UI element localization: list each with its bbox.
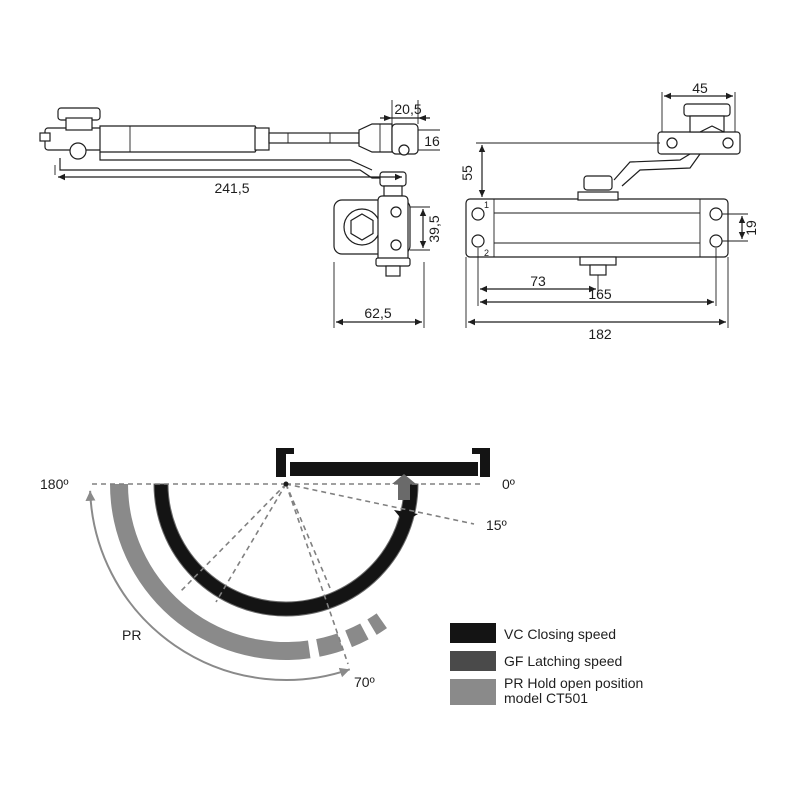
- arm-lower-link: [59, 158, 386, 179]
- pr-label: PR: [122, 627, 141, 643]
- body-marker-1: 1: [484, 200, 489, 210]
- dim-body-length: 182: [588, 326, 612, 342]
- shoe-clamp: [377, 195, 409, 263]
- door-leaf: [290, 462, 478, 476]
- shoe-screw-top: [390, 206, 402, 218]
- angle-0: 0º: [502, 476, 515, 492]
- angle-15: 15º: [486, 517, 507, 533]
- body-front-view: 1 2 45 55 19 73 165 182: [459, 80, 759, 342]
- arm-main-bar: [99, 125, 259, 153]
- ref-line-135: [179, 483, 287, 593]
- body-spindle-nut-top: [583, 175, 613, 191]
- arm-nut-neck: [65, 117, 93, 131]
- arm-sleeve: [254, 127, 270, 151]
- body-marker-2: 2: [484, 248, 489, 258]
- ref-line-70b: [285, 483, 331, 589]
- closer-body: [465, 198, 729, 258]
- angle-180: 180º: [40, 476, 68, 492]
- dim-rod-end-height: 16: [424, 133, 440, 149]
- dim-arm-offset: 55: [459, 165, 475, 181]
- dim-shoe-depth: 62,5: [364, 305, 391, 321]
- bracket-hole-right: [722, 137, 734, 149]
- ref-line-120: [215, 483, 287, 603]
- ref-line-70: [285, 483, 349, 665]
- hold-open-segment-1: [316, 633, 344, 657]
- legend-swatch-hold-open: [450, 679, 496, 705]
- frame-right: [472, 448, 490, 477]
- arm-top-view: 241,5 20,5 16: [39, 100, 440, 197]
- body-arm-link: [613, 153, 691, 181]
- legend-label-hold-open-model: model CT501: [504, 690, 588, 706]
- arm-pivot-stub: [39, 132, 51, 142]
- shoe-nut: [385, 265, 401, 277]
- dim-bracket-width: 45: [692, 80, 708, 96]
- bracket-nut: [683, 103, 731, 117]
- bracket-hole-left: [666, 137, 678, 149]
- legend-label-latching: GF Latching speed: [504, 653, 622, 669]
- angle-70: 70º: [354, 674, 375, 690]
- pivot-point: [283, 481, 289, 487]
- body-hole-bl: [471, 234, 485, 248]
- dim-spindle-offset: 73: [530, 273, 546, 289]
- dim-rod-end-width: 20,5: [394, 101, 421, 117]
- arm-spindle-nut: [379, 171, 407, 187]
- body-spindle-nut-bottom: [589, 264, 607, 276]
- dim-arm-length: 241,5: [214, 180, 249, 196]
- latching-arrow-mark: [394, 510, 418, 522]
- arm-spindle-collar: [383, 185, 403, 197]
- shoe-screw-bottom: [390, 239, 402, 251]
- arm-threaded-rod: [268, 132, 360, 144]
- body-spindle-top: [577, 191, 619, 201]
- legend: VC Closing speed GF Latching speed PR Ho…: [450, 623, 643, 706]
- frame-left: [276, 448, 294, 477]
- dim-hole-spacing-v: 19: [743, 220, 759, 236]
- hold-open-segment-2: [345, 623, 369, 648]
- body-spindle-bottom: [579, 256, 617, 266]
- legend-swatch-closing: [450, 623, 496, 643]
- arm-fork-pin: [398, 144, 410, 156]
- arm-pivot-bolt: [69, 142, 87, 160]
- hold-open-arrow: [85, 490, 351, 681]
- legend-label-closing: VC Closing speed: [504, 626, 616, 642]
- speed-angle-diagram: 180º 0º 15º 70º PR: [40, 448, 515, 690]
- dim-shoe-height: 39,5: [426, 215, 442, 242]
- dim-hole-spacing-h: 165: [588, 286, 612, 302]
- shoe-base: [375, 257, 411, 267]
- legend-swatch-latching: [450, 651, 496, 671]
- shoe-hex: [350, 213, 374, 241]
- body-hole-tl: [471, 207, 485, 221]
- shoe-side-view: 39,5 62,5: [333, 195, 442, 328]
- arm-rod-end: [358, 123, 393, 153]
- body-hole-tr: [709, 207, 723, 221]
- closing-arrow-head: [392, 474, 416, 500]
- ref-line-15: [285, 483, 475, 525]
- legend-label-hold-open: PR Hold open position: [504, 675, 643, 691]
- hold-open-segment-3: [367, 613, 387, 635]
- body-hole-br: [709, 234, 723, 248]
